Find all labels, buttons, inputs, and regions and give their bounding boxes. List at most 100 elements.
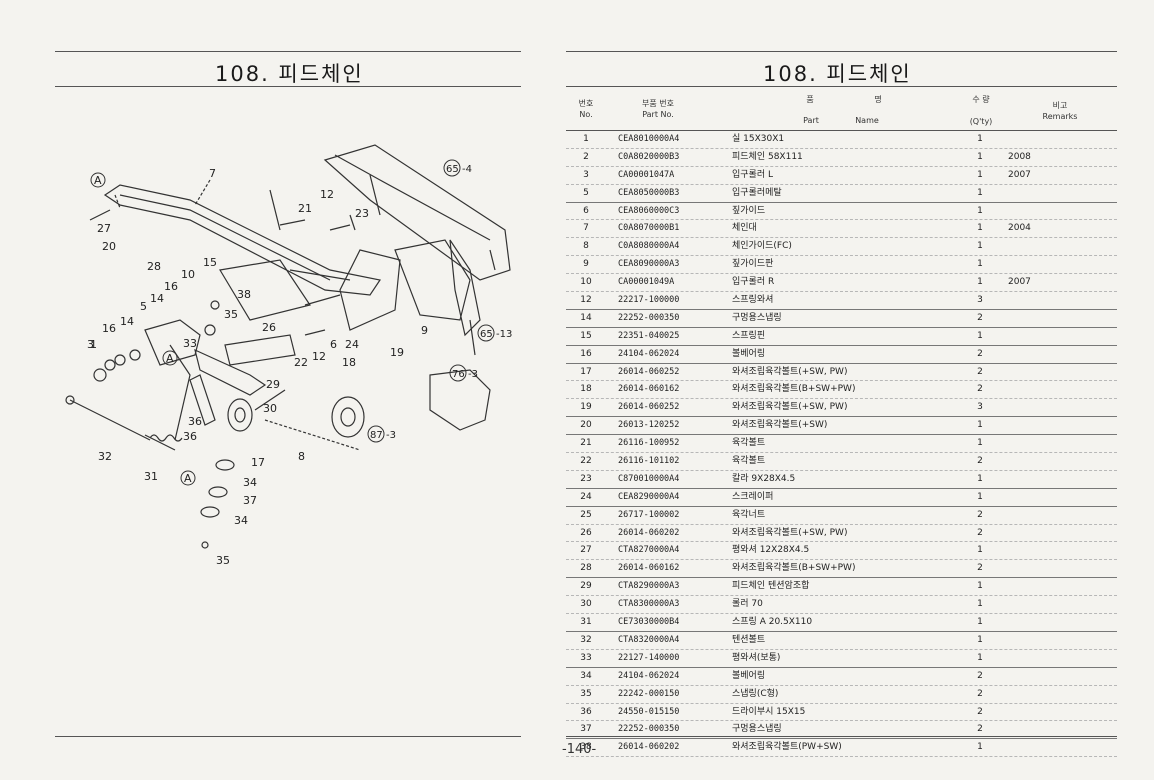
part-name-cell: 스크레이퍼 — [732, 491, 774, 502]
part-name-cell: 볼베어링 — [732, 348, 766, 359]
exploded-parts-diagram: A 7 12 21 23 27 20 28 15 10 38 16 35 5 1… — [65, 144, 512, 567]
quantity-cell: 1 — [977, 617, 983, 628]
part-code-cell: 26116-101102 — [618, 456, 680, 467]
guide-plate-2 — [339, 249, 401, 331]
remarks-cell: 2004 — [1008, 223, 1031, 234]
part-name-cell: 와셔조립육각볼트(+SW) — [732, 420, 828, 431]
callout-label: 15 — [203, 256, 217, 269]
part-name-cell: 육각볼트 — [732, 438, 766, 449]
ref-label: 65 — [480, 329, 493, 340]
part-code-cell: 26014-060202 — [618, 742, 680, 753]
part-name-cell: 와셔조립육각볼트(PW+SW) — [732, 742, 842, 753]
chain-segment — [224, 334, 296, 366]
part-code-cell: CA00001049A — [618, 277, 675, 288]
part-code-cell: 24550-015150 — [618, 706, 680, 717]
part-name-cell: 체인가이드(FC) — [732, 241, 792, 252]
callout-label: 35 — [216, 554, 230, 567]
tension-arm — [194, 348, 267, 396]
callout-label: A — [166, 352, 174, 365]
part-number-cell: 36 — [580, 706, 592, 717]
part-name-cell: 스프링와셔 — [732, 295, 774, 306]
part-number-cell: 35 — [580, 688, 592, 699]
callout-label: 22 — [294, 356, 308, 369]
part-name-cell: 텐션볼트 — [732, 634, 766, 645]
part-code-cell: CEA8010000A4 — [618, 134, 680, 144]
quantity-cell: 1 — [977, 581, 983, 592]
part-code-cell: CTA8300000A3 — [618, 599, 680, 610]
ref-label: -3 — [386, 430, 396, 441]
part-number-cell: 33 — [580, 652, 592, 663]
part-name-cell: 입구롤러메탈 — [732, 187, 782, 198]
quantity-cell: 2 — [977, 312, 983, 323]
part-number-cell: 23 — [580, 473, 592, 484]
chain-rail — [103, 184, 381, 296]
part-code-cell: C0A8080000A4 — [618, 241, 680, 252]
quantity-cell: 2 — [977, 670, 983, 681]
callout-label: 24 — [345, 338, 359, 351]
part-name-cell: 와셔조립육각볼트(+SW, PW) — [732, 366, 848, 377]
ref-label: 65 — [446, 164, 459, 175]
callout-label: 19 — [390, 346, 404, 359]
callout-label: 14 — [150, 292, 164, 305]
quantity-cell: 1 — [977, 599, 983, 610]
quantity-cell: 1 — [977, 545, 983, 556]
bracket-part — [449, 239, 481, 337]
right-bottom-rule — [566, 736, 1117, 737]
callout-label: 1 — [90, 338, 97, 351]
part-code-cell: 22242-000150 — [618, 688, 680, 699]
quantity-cell: 1 — [977, 330, 983, 341]
part-name-cell: 피드체인 텐션암조합 — [732, 581, 810, 592]
part-number-cell: 1 — [583, 134, 589, 144]
part-name-cell: 평와셔 12X28X4.5 — [732, 545, 810, 556]
quantity-cell: 1 — [977, 151, 983, 162]
left-bottom-rule — [55, 736, 521, 737]
remarks-cell: 2007 — [1008, 277, 1031, 288]
part-name-cell: 평와셔(보통) — [732, 652, 781, 663]
callout-label: A — [94, 174, 102, 187]
callout-label: 17 — [251, 456, 265, 469]
part-name-cell: 와셔조립육각볼트(+SW, PW) — [732, 402, 848, 413]
quantity-cell: 2 — [977, 509, 983, 520]
header-name-kr-2: 명 — [874, 95, 882, 104]
callout-label: 6 — [330, 338, 337, 351]
quantity-cell: 1 — [977, 134, 983, 144]
quantity-cell: 1 — [977, 491, 983, 502]
callout-label: 12 — [312, 350, 326, 363]
callout-label: A — [184, 472, 192, 485]
part-number-cell: 28 — [580, 563, 592, 574]
quantity-cell: 1 — [977, 742, 983, 753]
part-number-cell: 25 — [580, 509, 592, 520]
part-code-cell: 26116-100952 — [618, 438, 680, 449]
callout-label: 3 — [87, 338, 94, 351]
part-number-cell: 3 — [583, 169, 589, 180]
left-page-title: 108. 피드체인 — [215, 62, 364, 86]
right-page-title: 108. 피드체인 — [763, 62, 912, 86]
part-name-cell: 구멍용스냅링 — [732, 312, 782, 323]
part-number-cell: 10 — [580, 277, 592, 288]
part-name-cell: 짚가이드 — [732, 205, 766, 216]
quantity-cell: 2 — [977, 563, 983, 574]
part-number-cell: 16 — [580, 348, 592, 359]
page-number: -140- — [562, 742, 597, 757]
part-code-cell: 22217-100000 — [618, 295, 680, 306]
quantity-cell: 2 — [977, 456, 983, 467]
part-code-cell: 26013-120252 — [618, 420, 680, 431]
part-name-cell: 스냅링(C형) — [732, 688, 779, 699]
part-number-cell: 15 — [580, 330, 592, 341]
callout-label: 21 — [298, 202, 312, 215]
part-name-cell: 스프링핀 — [732, 330, 766, 341]
part-code-cell: CA00001047A — [618, 169, 675, 180]
part-code-cell: CTA8290000A3 — [618, 581, 680, 592]
callout-label: 16 — [164, 280, 178, 293]
